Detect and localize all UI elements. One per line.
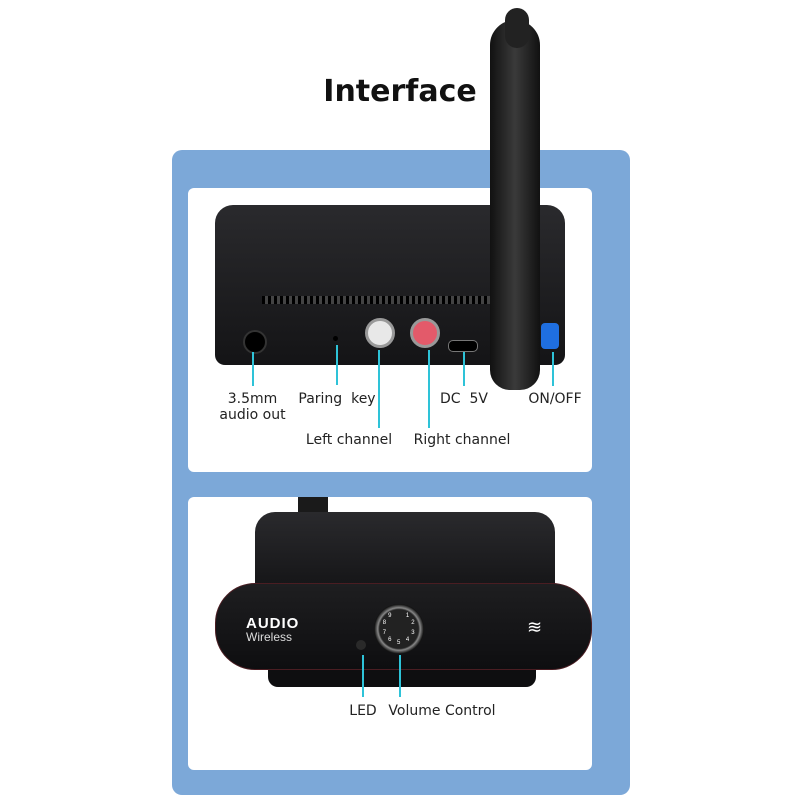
callout-line [428, 350, 430, 428]
label-dc: DC 5V [440, 391, 488, 407]
brand-subtext: Wireless [246, 630, 293, 644]
power-button[interactable] [541, 323, 559, 349]
antenna-tip [505, 8, 529, 48]
label-right-channel: Right channel [413, 432, 511, 448]
label-led: LED [349, 703, 377, 719]
callout-line [399, 655, 401, 697]
knob-number: 2 [411, 620, 415, 627]
knob-number: 9 [388, 612, 392, 619]
label-audio-out: 3.5mm audio out [219, 391, 286, 423]
knob-number: 5 [397, 640, 401, 646]
callout-line [252, 352, 254, 386]
pairing-key-button[interactable] [333, 336, 338, 341]
knob-number: 6 [388, 637, 392, 644]
page-title: Interface [323, 74, 477, 109]
receiver-top [255, 512, 555, 592]
callout-line [378, 350, 380, 428]
vent-grille [262, 296, 490, 304]
callout-line [336, 345, 338, 385]
antenna [490, 20, 540, 390]
knob-number: 7 [382, 629, 387, 636]
wifi-icon: ≋ [527, 617, 543, 637]
left-rca-jack [365, 318, 395, 348]
brand-text: AUDIO [246, 615, 300, 632]
label-volume-control: Volume Control [388, 703, 496, 719]
callout-line [463, 352, 465, 386]
knob-number: 8 [382, 620, 387, 627]
usb-c-port-icon [448, 340, 478, 352]
callout-line [552, 352, 554, 386]
led-indicator [356, 640, 366, 650]
knob-number: 4 [405, 637, 410, 644]
label-paring-key: Paring key [298, 391, 376, 407]
label-left-channel: Left channel [305, 432, 393, 448]
label-power: ON/OFF [528, 391, 582, 407]
knob-number: 3 [411, 629, 415, 636]
knob-number: 1 [405, 612, 410, 619]
callout-line [362, 655, 364, 697]
right-rca-jack [410, 318, 440, 348]
audio-jack-icon [243, 330, 267, 354]
